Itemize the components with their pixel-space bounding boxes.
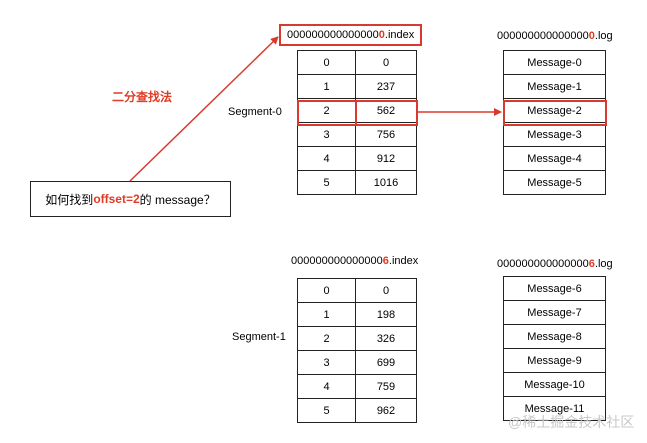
segment-1-log-filename: 0000000000000006.log	[497, 258, 613, 270]
filename-prefix: 000000000000000	[497, 30, 589, 42]
table-row: Message-7	[503, 300, 606, 325]
question-prefix: 如何找到	[45, 192, 94, 207]
question-box: 如何找到 offset=2 的 message？	[30, 181, 231, 217]
filename-highlight: 6	[382, 255, 389, 267]
filename-suffix: .log	[594, 30, 613, 42]
table-row: Message-0	[503, 50, 606, 75]
filename-highlight: 0	[378, 29, 385, 41]
index-position-cell: 0	[355, 278, 417, 303]
message-cell: Message-0	[503, 50, 606, 75]
message-cell: Message-11	[503, 396, 606, 421]
index-offset-cell: 1	[297, 74, 356, 99]
index-position-cell: 962	[355, 398, 417, 423]
search-arrow	[129, 36, 279, 182]
filename-highlight: 0	[588, 30, 595, 42]
index-offset-cell: 0	[297, 50, 356, 75]
table-row: Message-4	[503, 146, 606, 171]
filename-suffix: .index	[384, 29, 415, 41]
index-position-cell: 0	[355, 50, 417, 75]
message-cell: Message-5	[503, 170, 606, 195]
filename-suffix: .log	[594, 258, 613, 270]
message-cell: Message-7	[503, 300, 606, 325]
watermark: @稀土掘金技术社区	[508, 414, 635, 430]
index-position-cell: 756	[355, 122, 417, 147]
question-offset: offset=2	[93, 192, 140, 206]
index-position-cell: 1016	[355, 170, 417, 195]
table-row: Message-11	[503, 396, 606, 421]
segment-1-log-table: Message-6 Message-7 Message-8 Message-9 …	[503, 276, 606, 421]
message-cell: Message-4	[503, 146, 606, 171]
index-offset-cell: 5	[297, 170, 356, 195]
index-offset-cell: 5	[297, 398, 356, 423]
segment-0-label: Segment-0	[228, 106, 282, 118]
segment-1-label: Segment-1	[232, 331, 286, 343]
filename-prefix: 000000000000000	[287, 29, 379, 41]
table-row: Message-1	[503, 74, 606, 99]
message-cell: Message-1	[503, 74, 606, 99]
filename-prefix: 000000000000000	[497, 258, 589, 270]
segment-0-log-table: Message-0 Message-1 Message-2 Message-3 …	[503, 50, 606, 195]
message-cell: Message-6	[503, 276, 606, 301]
filename-suffix: .index	[388, 255, 419, 267]
table-row: Message-5	[503, 170, 606, 195]
segment-0-index-filename: 0000000000000000.index	[279, 24, 423, 46]
segment-1-index-filename: 0000000000000006.index	[291, 255, 418, 267]
binary-search-label: 二分查找法	[112, 90, 173, 104]
table-row: Message-3	[503, 122, 606, 147]
index-offset-cell: 0	[297, 278, 356, 303]
filename-prefix: 000000000000000	[291, 255, 383, 267]
question-suffix: 的 message？	[139, 192, 216, 207]
filename-highlight: 6	[588, 258, 595, 270]
table-row: Message-6	[503, 276, 606, 301]
index-position-cell: 912	[355, 146, 417, 171]
message-cell: Message-3	[503, 122, 606, 147]
index-position-cell: 562	[355, 98, 417, 123]
segment-0-log-filename: 0000000000000000.log	[497, 30, 613, 42]
